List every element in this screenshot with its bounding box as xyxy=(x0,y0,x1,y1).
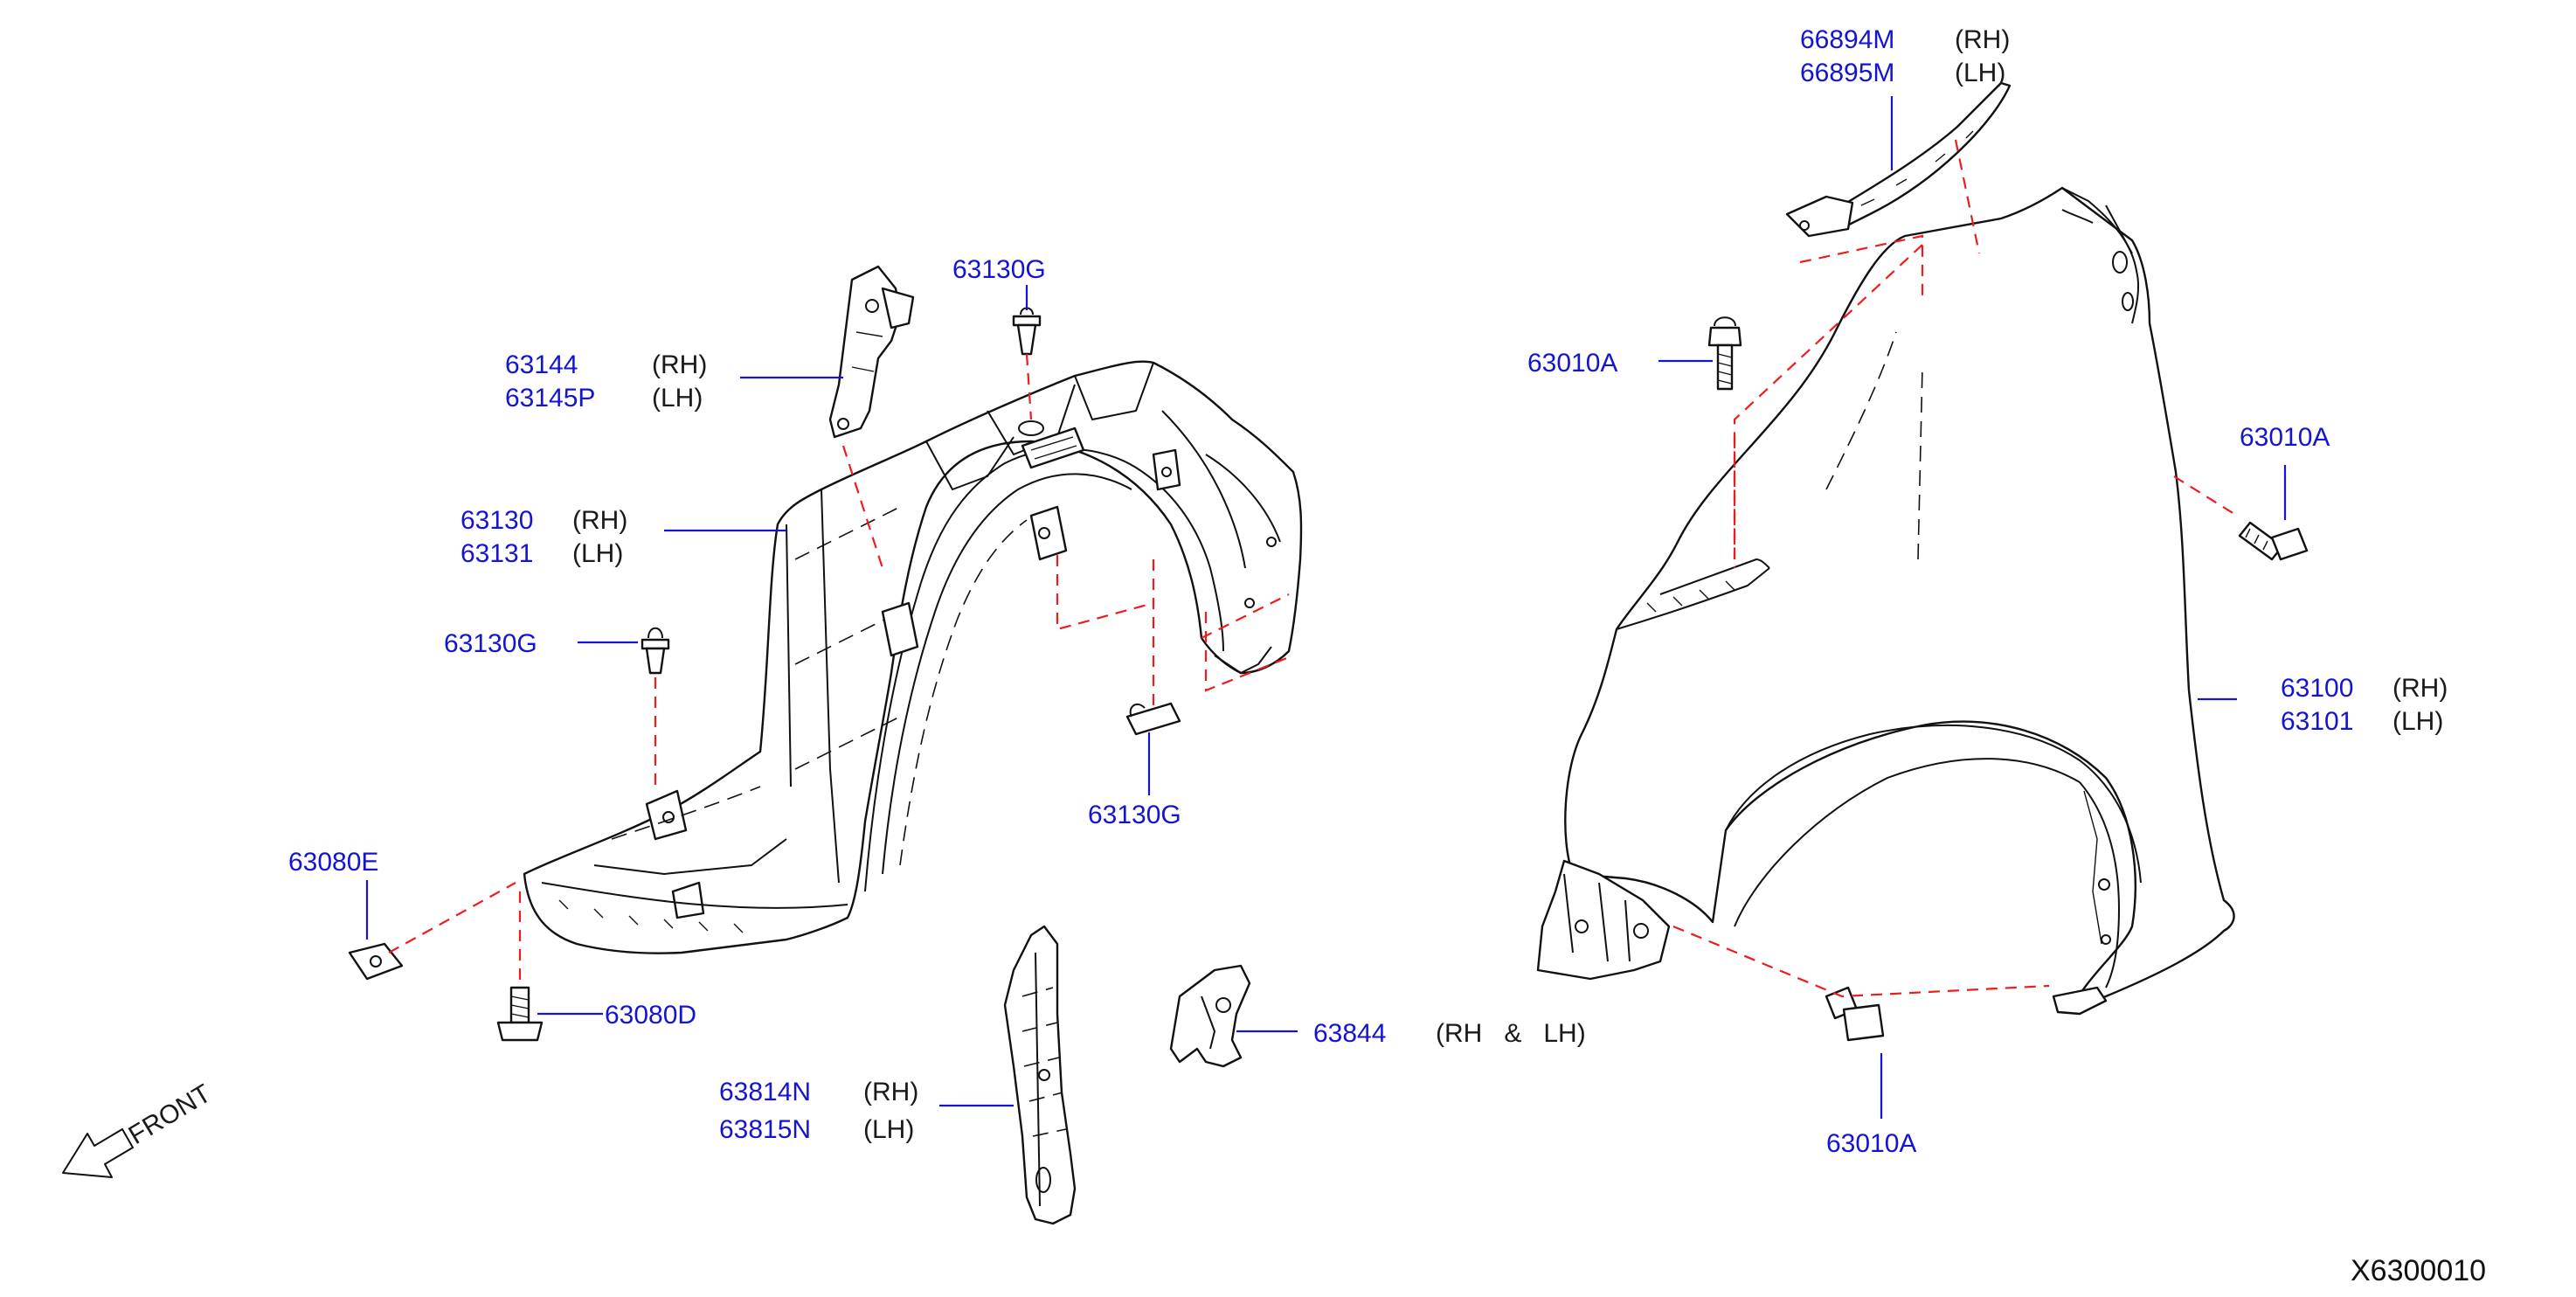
side-63101: (LH) xyxy=(2392,707,2443,736)
side-66894M: (RH) xyxy=(1955,25,2010,54)
side-63145P: (LH) xyxy=(652,384,703,413)
part-number-63844[interactable]: 63844 xyxy=(1313,1019,1386,1048)
part-number-63010A-right[interactable]: 63010A xyxy=(2240,423,2330,452)
clip-63130G-lower[interactable] xyxy=(1125,702,1181,736)
front-fender-panel[interactable] xyxy=(1536,186,2235,1016)
diagram-reference-code: X6300010 xyxy=(2351,1254,2486,1287)
part-number-63145P[interactable]: 63145P xyxy=(505,384,595,413)
part-number-63010A-upper[interactable]: 63010A xyxy=(1527,349,1617,378)
part-number-63815N[interactable]: 63815N xyxy=(719,1115,811,1144)
side-63100: (RH) xyxy=(2392,674,2448,703)
side-63131: (LH) xyxy=(572,539,623,568)
clip-63130G-left[interactable] xyxy=(641,627,670,675)
splash-guard-panel[interactable] xyxy=(1003,925,1077,1225)
bolt-63010A-bottom[interactable] xyxy=(1825,986,1885,1042)
part-number-66895M[interactable]: 66895M xyxy=(1800,59,1894,87)
side-63144: (RH) xyxy=(652,350,707,379)
part-number-63814N[interactable]: 63814N xyxy=(719,1078,811,1106)
part-number-63100[interactable]: 63100 xyxy=(2281,674,2353,703)
side-63815N: (LH) xyxy=(863,1115,914,1144)
assembly-reference-lines xyxy=(388,139,2238,998)
part-number-66894M[interactable]: 66894M xyxy=(1800,25,1894,54)
bolt-63010A-right[interactable] xyxy=(2238,521,2309,561)
liner-upper-bracket[interactable] xyxy=(828,265,915,439)
screw-63080D[interactable] xyxy=(496,986,544,1042)
fender-seal-rh-lh[interactable] xyxy=(1169,964,1251,1068)
side-63814N: (RH) xyxy=(863,1078,918,1106)
side-63844: (RH & LH) xyxy=(1436,1019,1586,1048)
fender-upper-seal-strip[interactable] xyxy=(1785,81,2012,238)
side-66895M: (LH) xyxy=(1955,59,2005,87)
callout-labels: 66894M (RH) 66895M (LH) 63130G 63144 (RH… xyxy=(288,25,2486,1287)
part-number-63080D[interactable]: 63080D xyxy=(605,1001,696,1030)
part-number-63101[interactable]: 63101 xyxy=(2281,707,2353,736)
front-label: FRONT xyxy=(124,1079,217,1150)
part-number-63130G-left[interactable]: 63130G xyxy=(444,629,537,658)
wheel-housing-liner[interactable] xyxy=(523,360,1303,954)
callout-leader-lines xyxy=(365,96,2287,1119)
part-number-63130G-lower[interactable]: 63130G xyxy=(1088,801,1181,829)
front-direction-arrow: FRONT xyxy=(62,1079,217,1178)
part-number-63130[interactable]: 63130 xyxy=(460,506,533,535)
part-number-63144[interactable]: 63144 xyxy=(505,350,578,379)
part-number-63080E[interactable]: 63080E xyxy=(288,848,378,877)
side-63130: (RH) xyxy=(572,506,627,535)
clip-63130G-top[interactable] xyxy=(1012,307,1042,356)
part-number-63131[interactable]: 63131 xyxy=(460,539,533,568)
part-number-63130G-top[interactable]: 63130G xyxy=(952,255,1046,284)
bolt-63010A-upper[interactable] xyxy=(1707,316,1742,391)
part-number-63010A-bottom[interactable]: 63010A xyxy=(1826,1129,1916,1158)
